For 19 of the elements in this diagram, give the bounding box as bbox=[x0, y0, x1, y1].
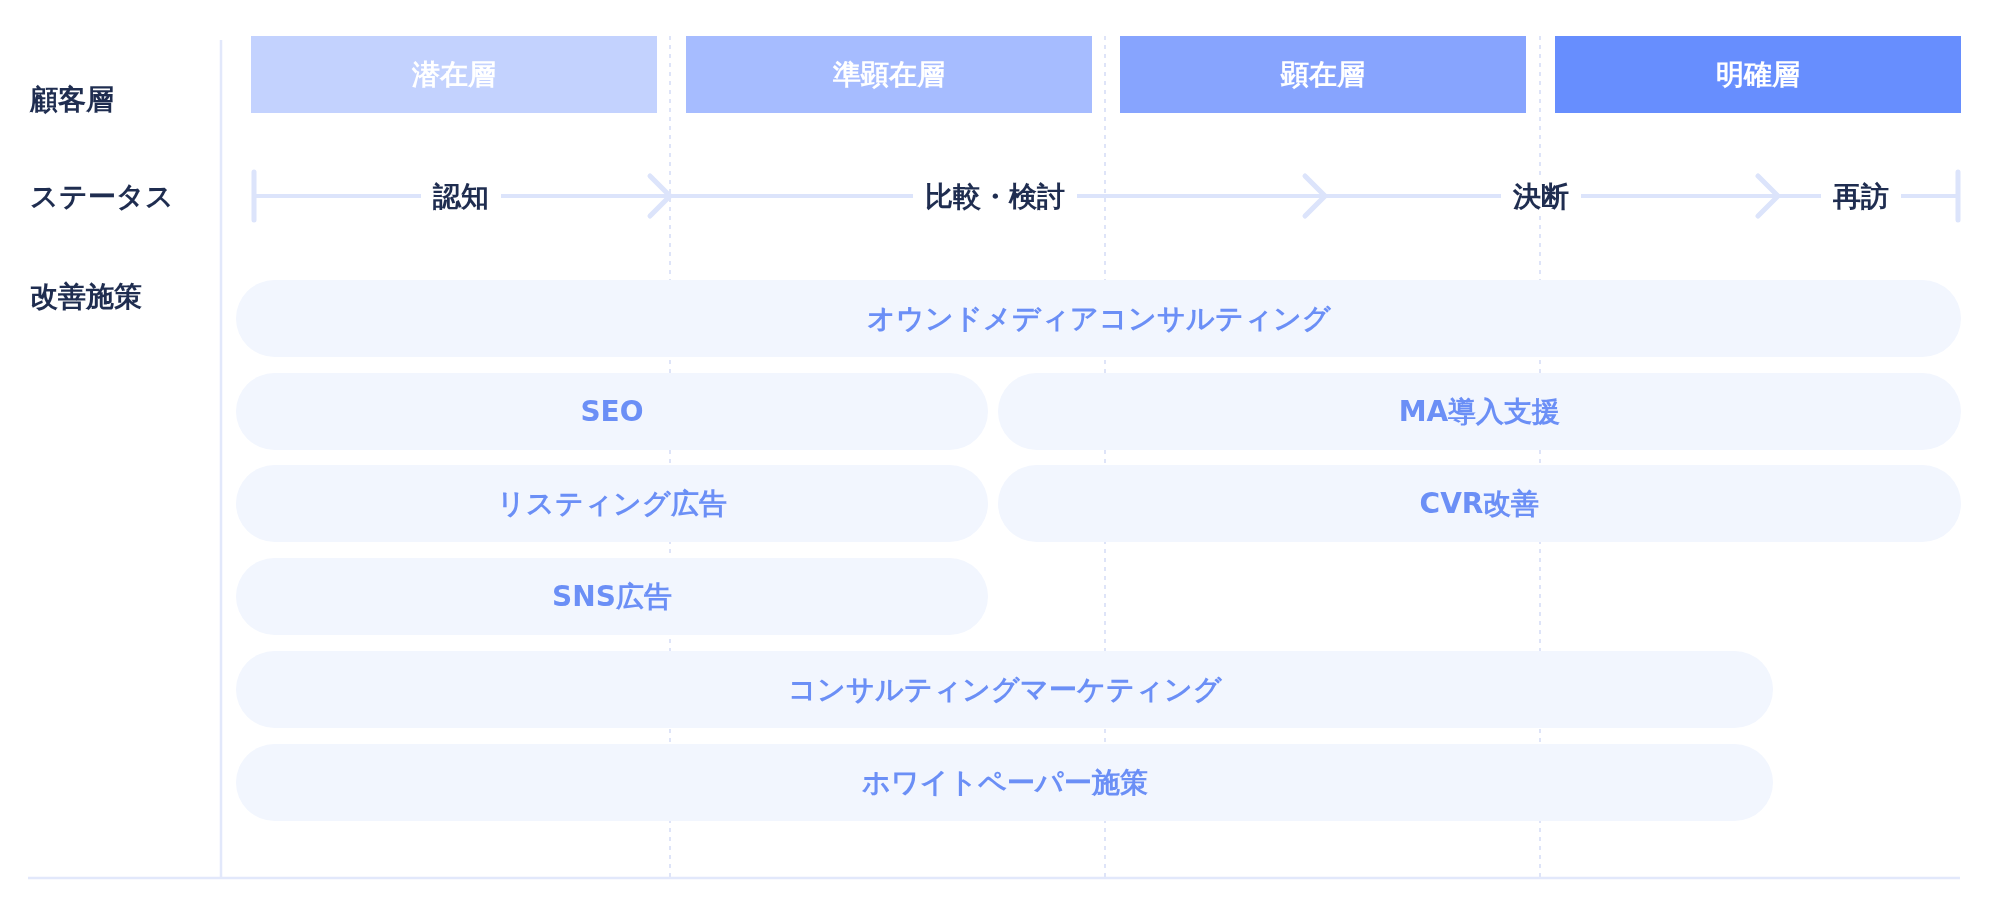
row-heading: 顧客層 bbox=[30, 81, 114, 117]
stage-bar bbox=[686, 36, 1092, 113]
stage-bar bbox=[251, 36, 657, 113]
measure-label: リスティング広告 bbox=[497, 486, 727, 521]
measure-label: SNS広告 bbox=[552, 579, 672, 614]
measure-label: コンサルティングマーケティング bbox=[787, 672, 1222, 707]
measure-label: MA導入支援 bbox=[1398, 394, 1561, 429]
row-heading: ステータス bbox=[30, 178, 174, 214]
stage-label: 潜在層 bbox=[412, 57, 496, 92]
measure-label: CVR改善 bbox=[1419, 486, 1540, 521]
stage-label: 顕在層 bbox=[1281, 57, 1365, 92]
measure-label: SEO bbox=[580, 394, 644, 429]
measure-label: ホワイトペーパー施策 bbox=[861, 765, 1148, 800]
stage-bar bbox=[1120, 36, 1526, 113]
measure-label: オウンドメディアコンサルティング bbox=[866, 301, 1331, 336]
stage-label: 明確層 bbox=[1716, 57, 1800, 92]
stage-bar bbox=[1555, 36, 1961, 113]
row-heading: 改善施策 bbox=[30, 278, 142, 314]
stage-label: 準顕在層 bbox=[833, 57, 945, 92]
